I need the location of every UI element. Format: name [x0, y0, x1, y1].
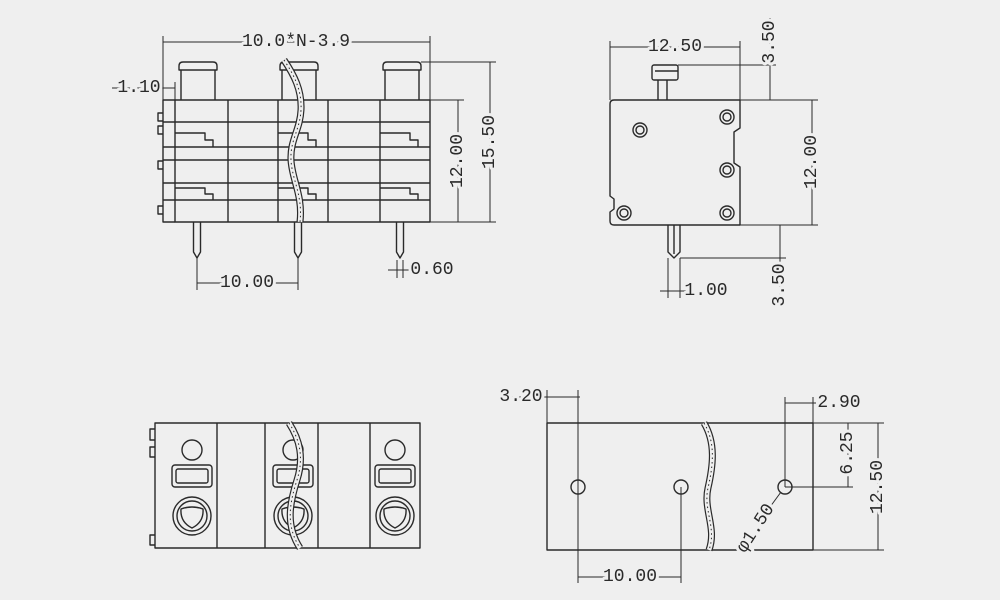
front-body-section-dividers [227, 100, 381, 222]
body-height-label: 12.00 [448, 134, 468, 188]
latch-height-label: 3.50 [760, 20, 780, 63]
top-pole-1 [171, 439, 213, 536]
wire-entry-inner [378, 468, 412, 484]
solder-pin-2 [293, 222, 303, 259]
release-latch [651, 64, 679, 81]
bottom-pitch-label: 10.00 [603, 567, 657, 587]
top-break-line [286, 421, 304, 550]
step-dimension-lines [112, 82, 176, 100]
overall-height-label: 15.50 [480, 115, 500, 169]
bottom-dimensions: 3.20 2.90 6.25 12.50 φ1.50 10.00 [496, 384, 891, 590]
right-offset-label: 2.90 [817, 393, 860, 413]
hole-row-dimension-lines [785, 423, 853, 488]
top-section-dividers [216, 423, 371, 548]
pole-1-slots [175, 132, 214, 200]
front-side-step [162, 99, 175, 223]
bottom-pitch-dimension-lines [578, 487, 682, 583]
depth-dimension-lines [609, 41, 741, 100]
screw-hole-inner [619, 208, 629, 218]
screw-hole-inner [635, 125, 645, 135]
front-dimensions: 10.0*N-3.9 1.10 12.00 15.50 10.00 0.60 [112, 29, 503, 296]
pole-3-slots [380, 132, 419, 200]
pin-length-label: 3.50 [770, 263, 790, 306]
latch-height-dimension-lines [678, 18, 818, 101]
screw-head-outer [172, 496, 212, 536]
wire-entry-post-1 [178, 61, 218, 100]
side-body-height-dimension-lines [740, 100, 818, 226]
bottom-break-line [700, 421, 716, 552]
side-view: 12.50 3.50 12.00 3.50 1.00 [609, 17, 825, 310]
release-hole [384, 439, 406, 461]
screw-head-ring [379, 500, 411, 532]
release-hole [181, 439, 203, 461]
screw-hole [719, 205, 735, 221]
left-offset-dimension-lines [500, 390, 580, 583]
right-offset-dimension-lines [784, 397, 816, 487]
solder-pin-1 [192, 222, 202, 259]
front-break-line [281, 58, 305, 223]
pitch-label: 10.00 [220, 273, 274, 293]
screw-hole [616, 205, 632, 221]
screw-head-slot [383, 506, 407, 529]
screw-hole-inner [722, 208, 732, 218]
screw-head-slot [180, 506, 204, 529]
side-body-outline [609, 99, 741, 226]
wire-entry-outer [374, 464, 416, 488]
break-line-gap [701, 421, 715, 551]
wire-entry-post-2 [279, 61, 319, 100]
wire-entry-post-3 [382, 61, 422, 100]
bottom-body-outline [546, 422, 814, 551]
screw-hole [632, 122, 648, 138]
pin-thickness-label: 0.60 [410, 260, 453, 280]
screw-hole-inner [722, 112, 732, 122]
front-view: 10.0*N-3.9 1.10 12.00 15.50 10.00 0.60 [112, 29, 503, 296]
top-body-outline [154, 422, 421, 549]
depth-label: 12.50 [648, 37, 702, 57]
bottom-depth-dimension-lines [813, 422, 884, 551]
pin-width-label: 1.00 [684, 281, 727, 301]
left-offset-label: 3.20 [499, 387, 542, 407]
break-line-dots [283, 59, 302, 223]
top-view [149, 421, 421, 550]
hole-row-label: 6.25 [838, 431, 858, 474]
screw-hole-inner [722, 165, 732, 175]
screw-head-outer [375, 496, 415, 536]
top-pole-3 [374, 439, 416, 536]
break-line-gap [282, 58, 304, 223]
pitch-dimension-lines [196, 258, 299, 290]
release-latch-details [655, 70, 678, 100]
screw-hole [719, 109, 735, 125]
top-side-tabs [149, 428, 155, 546]
break-line-dots [288, 422, 301, 549]
solder-pin-3 [395, 222, 405, 259]
wire-entry-inner [276, 468, 310, 484]
bottom-depth-label: 12.50 [868, 460, 888, 514]
side-screw-holes [616, 109, 735, 221]
wire-entry-inner [175, 468, 209, 484]
pin-length-dimension-lines [680, 225, 786, 306]
pin-width-dimension-lines [660, 258, 686, 298]
screw-hole [719, 162, 735, 178]
hole-diameter-label: φ1.50 [733, 501, 779, 557]
hole-diameter-leader [769, 491, 782, 508]
screw-head-ring [176, 500, 208, 532]
width-dimension-label: 10.0*N-3.9 [242, 32, 350, 52]
side-dimensions: 12.50 3.50 12.00 3.50 1.00 [609, 17, 825, 310]
wire-entry-outer [171, 464, 213, 488]
step-dimension-label: 1.10 [117, 78, 160, 98]
bottom-view: 3.20 2.90 6.25 12.50 φ1.50 10.00 [496, 384, 891, 590]
pin-thickness-dimension-lines [388, 260, 410, 278]
side-solder-pin [667, 225, 681, 259]
width-dimension-lines [162, 36, 431, 100]
front-side-tabs [157, 112, 163, 215]
side-body-height-label: 12.00 [802, 135, 822, 189]
